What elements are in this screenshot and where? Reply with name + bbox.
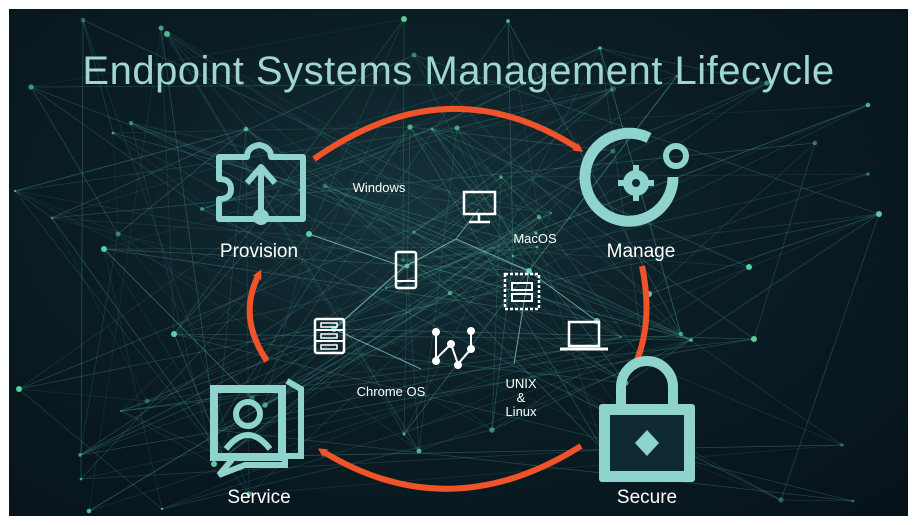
platform-label-linux: Linux [505,404,537,419]
cycle-arrow-provision-to-manage [312,106,584,162]
platform-label-chrome-os: Chrome OS [356,384,426,399]
network-background [13,16,882,514]
stage-label-manage: Manage [606,241,676,262]
network-nodes-icon [432,327,475,369]
page-title: Endpoint Systems Management Lifecycle [82,49,835,93]
mobile-phone-icon [394,250,418,290]
puzzle-arrow-icon [216,142,306,225]
desktop-monitor-icon [462,190,497,224]
diagram-canvas: Endpoint Systems Management Lifecycle Pr… [9,9,908,516]
cycle-arrow-service-to-provision [246,269,270,363]
laptop-icon [560,320,608,351]
platform-label-ampersand: & [516,390,526,405]
platform-label-unix: UNIX [505,376,537,391]
stage-label-provision: Provision [219,241,299,262]
cycle-arrow-manage-to-secure [631,265,650,372]
contact-card-icon [210,378,304,478]
server-rack-icon [313,317,346,355]
platform-label-macos: MacOS [513,231,557,246]
server-dashed-icon [503,272,541,311]
background-links [14,18,880,512]
center-network [308,208,598,370]
stage-label-secure: Secure [616,487,678,508]
cycle-arrow-secure-to-service [317,443,583,492]
lifecycle-diagram [210,106,695,492]
padlock-icon [599,356,695,482]
stage-label-service: Service [227,487,291,508]
platform-label-windows: Windows [352,180,406,195]
platform-label-unix-linux: UNIX & Linux [461,377,581,419]
gear-orbit-icon [579,127,689,227]
